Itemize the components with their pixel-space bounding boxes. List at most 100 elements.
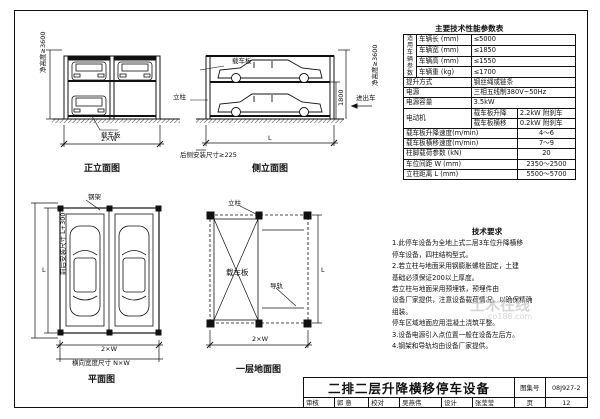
tech-line: 停车设备，四柱结构型式。	[392, 250, 473, 259]
page-label: 页	[514, 397, 546, 408]
car-front-upper-right	[117, 61, 153, 81]
check-label: 校对	[368, 397, 401, 408]
spec-label: 车辆重 (kg)	[416, 66, 472, 78]
atlas-number: 08J927-2	[544, 377, 589, 398]
review-label: 审核	[303, 397, 335, 408]
side-elevation	[190, 49, 372, 151]
plan-car-right	[118, 225, 150, 317]
spec-label: 车辆高 (mm)	[416, 55, 472, 68]
table-row: 车辆宽 (mm) ≤1850	[404, 44, 577, 57]
floor-plan	[206, 205, 322, 349]
page-number: 12	[544, 397, 589, 408]
spec-value: 钢丝绳或链条	[470, 76, 577, 89]
plan-dim-2w: 2×W	[101, 345, 118, 353]
plan-width-dim: 横向宽度尺寸 N×W	[72, 358, 130, 367]
tech-line: 2.若立柱与地面采用钢膨胀螺栓固定，土建	[392, 262, 519, 271]
tech-line: 基础必须保证200以上厚度。	[392, 273, 479, 282]
plan-view	[31, 199, 163, 362]
spec-value: 3.5kW	[470, 97, 577, 109]
floor-column-label: 立柱	[228, 198, 242, 207]
side-column-label: 立柱	[173, 92, 187, 101]
table-row: 电源容量 3.5kW	[403, 97, 577, 109]
front-elevation	[46, 49, 180, 148]
spec-label: 车辆宽 (mm)	[416, 44, 472, 57]
vehicle-group-label: 适用车辆参数	[403, 34, 417, 78]
floor-dim-2w: 2×W	[252, 335, 269, 343]
steel-frame-label: 钢架	[88, 193, 102, 201]
spec-label: 提升方式	[403, 76, 472, 89]
spec-value: 20	[516, 148, 577, 160]
tech-line: 设备厂家提供，注意设备载荷情况，以确保精确	[392, 296, 533, 305]
clear-height-front: 净高度≥3600	[38, 32, 47, 74]
car-front-lower-left	[71, 95, 107, 116]
spec-label: 立柱距离 L (mm)	[403, 168, 518, 180]
spec-label: 电源容量	[403, 97, 472, 109]
floor-view-title: 一层地面图	[236, 363, 281, 375]
table-row: 电动机 载车板升降 2.2kW 附刹车	[403, 107, 577, 129]
table-row: 载车板升降速度(m/min) 4～6	[403, 127, 577, 140]
plan-dim-L: L	[42, 266, 46, 274]
spec-value: ≤5000	[470, 34, 577, 46]
spec-value: 4～6	[516, 127, 577, 140]
tech-line: 3.设备电源引入点位置一般在设备左后方。	[392, 330, 519, 339]
tech-title: 技术要求	[471, 227, 503, 236]
spec-label: 载车板升降	[470, 107, 518, 119]
spec-value: 三相五线制380V~50Hz	[470, 87, 577, 99]
car-side-lower	[217, 93, 323, 117]
clear-height-side: 净高度≥3600	[370, 45, 379, 87]
tech-line: 组装。	[392, 307, 413, 316]
spec-label: 电动机	[403, 107, 472, 129]
spec-value: ≤1700	[470, 66, 577, 78]
table-row: 提升方式 钢丝绳或链条	[403, 76, 577, 89]
tech-line: 4.钢架和导轨均由设备厂家提供。	[392, 342, 493, 351]
floor-dim-L: L	[321, 266, 325, 274]
table-row: 柱脚载荷参数 (kN) 20	[403, 148, 577, 160]
table-row: 车位间距 W (mm) 2350～2500	[403, 158, 577, 170]
table-row: 电源 三相五线制380V~50Hz	[403, 87, 577, 99]
spec-label: 车辆长 (mm)	[416, 34, 472, 46]
title-block: 二排二层升降横移停车设备 图集号 08J927-2 审核 郭 意 校对 吴燕伟 …	[303, 377, 589, 408]
table-row: 车辆重 (kg) ≤1700	[404, 66, 577, 78]
spec-table-title: 主要技术性能参数表	[435, 24, 504, 33]
spec-table: 适用车辆参数 车辆长 (mm) ≤5000 车辆宽 (mm) ≤1850 车辆高…	[403, 34, 577, 180]
spec-value: 0.2kW 附刹车	[516, 117, 577, 129]
design-name: 张莹莹	[472, 397, 515, 408]
tech-line: 若立柱与地面采用预埋铁，预埋件由	[392, 285, 499, 294]
tech-line: 停车区域地面应用混凝土浇筑平整。	[392, 319, 499, 328]
side-dim-L: L	[268, 134, 272, 142]
watermark-sub: co188.com	[488, 312, 533, 321]
dim-1800: 1800	[337, 89, 345, 106]
car-side-upper	[217, 59, 323, 83]
spec-label: 电源	[403, 87, 472, 99]
front-dim-2w: 2×W	[101, 135, 118, 143]
spec-label: 载车板升降速度(m/min)	[403, 127, 518, 140]
spec-value: ≤1850	[470, 44, 577, 57]
spec-label: 柱脚载荷参数 (kN)	[403, 148, 518, 160]
plan-depth-dim: 前后安装尺寸 L+300	[58, 212, 67, 275]
car-front-upper-left	[71, 61, 107, 81]
check-name: 吴燕伟	[399, 397, 443, 408]
floor-platform-label: 载车板	[226, 267, 249, 277]
rear-install-label: 后侧安装尺寸≥225	[180, 150, 237, 159]
spec-value: 2.2kW 附刹车	[516, 107, 577, 119]
tech-line: 1.此停车设备为全地上式二层3车位升降横移	[392, 239, 524, 248]
side-platform-label: 载车板	[232, 56, 252, 65]
entry-label: 进出车	[356, 93, 376, 102]
spec-value: 5500～5700	[516, 168, 577, 180]
drawing-frame	[14, 10, 588, 408]
spec-value: ≤1550	[470, 55, 577, 68]
drawing-title: 二排二层升降横移停车设备	[303, 377, 515, 398]
front-platform-label: 载车板	[101, 130, 121, 139]
table-row: 立柱距离 L (mm) 5500～5700	[403, 168, 577, 180]
plan-view-title: 平面图	[88, 374, 115, 385]
spec-label: 车位间距 W (mm)	[403, 158, 518, 170]
front-view-title: 正立面图	[84, 162, 120, 174]
side-view-title: 侧立面图	[252, 162, 288, 174]
design-label: 设计	[441, 397, 474, 408]
table-row: 车辆高 (mm) ≤1550	[404, 55, 577, 68]
spec-value: 2350～2500	[516, 158, 577, 170]
spec-value: 7～9	[516, 138, 577, 150]
plan-car-left	[69, 225, 101, 317]
rail-label: 导轨	[270, 281, 284, 290]
